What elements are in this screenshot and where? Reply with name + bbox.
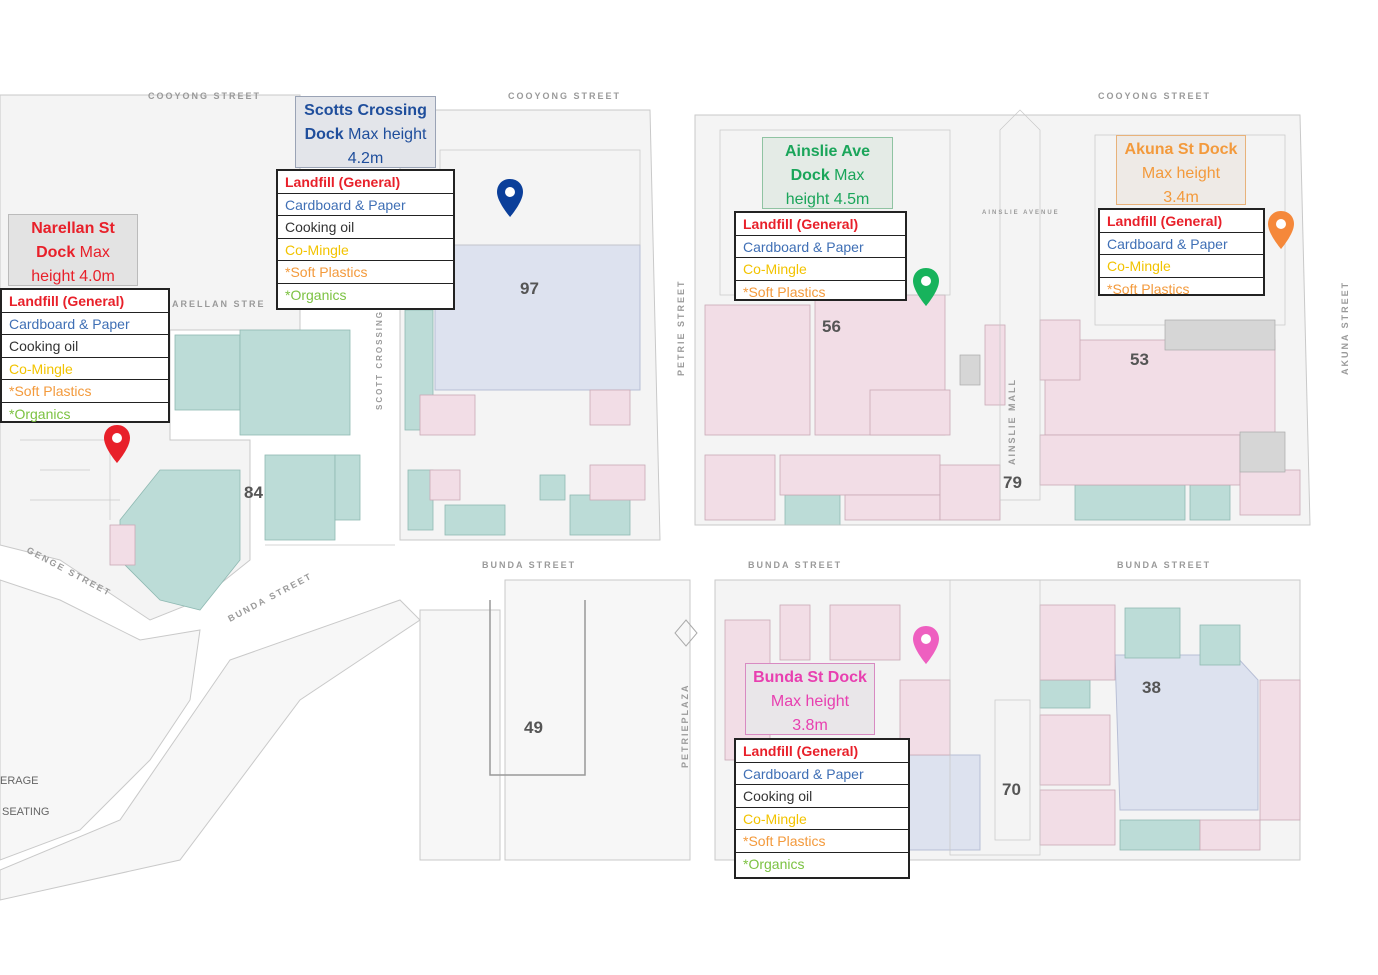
scotts-crossing-dock-title: Scotts Crossing Dock Max height 4.2m — [295, 96, 436, 168]
narellan-line3: height 4.0m — [31, 268, 115, 285]
narellan-landfill: Landfill (General) — [2, 290, 168, 313]
building-number-79: 79 — [1003, 473, 1022, 492]
street-bunda-2: BUNDA STREET — [748, 560, 842, 570]
bunda-soft: *Soft Plastics — [736, 830, 908, 853]
akuna-dock-pin-icon[interactable] — [1266, 210, 1296, 250]
bunda-line2: Max height — [770, 693, 850, 710]
narellan-soft: *Soft Plastics — [2, 380, 168, 403]
ainslie-landfill: Landfill (General) — [736, 213, 905, 236]
street-arellan: ARELLAN STRE — [172, 299, 266, 309]
scotts-cardboard: Cardboard & Paper — [278, 194, 453, 216]
scotts-soft: *Soft Plastics — [278, 261, 453, 284]
narellan-line1: Narellan St — [31, 220, 115, 237]
street-bunda-diag: BUNDA STREET — [226, 571, 314, 624]
building-number-49: 49 — [524, 718, 543, 737]
ainslie-line3: height 4.5m — [785, 191, 870, 208]
bunda-line1: Bunda St Dock — [753, 669, 867, 686]
bunda-oil: Cooking oil — [736, 785, 908, 808]
akuna-comingle: Co-Mingle — [1100, 255, 1263, 278]
akuna-waste-list: Landfill (General) Cardboard & Paper Co-… — [1098, 208, 1265, 297]
ainslie-cardboard: Cardboard & Paper — [736, 236, 905, 258]
scotts-organics: *Organics — [285, 286, 347, 303]
street-petrie: PETRIE STREET — [676, 279, 686, 376]
building-70-blue — [904, 754, 981, 851]
bunda-comingle: Co-Mingle — [736, 808, 908, 830]
akuna-landfill: Landfill (General) — [1100, 210, 1263, 233]
side-label-seating: SEATING — [2, 806, 49, 818]
pink-tenancies — [109, 294, 1301, 851]
building-97-area — [434, 244, 641, 391]
street-petrie-plaza: PETRIEPLAZA — [680, 683, 690, 768]
street-cooyong-1: COOYONG STREET — [148, 91, 261, 101]
akuna-line2: Max height — [1141, 165, 1221, 182]
building-number-84: 84 — [244, 483, 263, 502]
ainslie-line2a: Dock — [790, 167, 830, 184]
street-akuna: AKUNA STREET — [1340, 281, 1350, 375]
scotts-comingle: Co-Mingle — [278, 239, 453, 261]
ainslie-line1: Ainslie Ave — [784, 143, 871, 160]
bunda-dock-pin-icon[interactable] — [911, 625, 941, 665]
bunda-cardboard: Cardboard & Paper — [736, 763, 908, 785]
street-bunda-3: BUNDA STREET — [1117, 560, 1211, 570]
building-38-area — [1114, 654, 1259, 811]
ainslie-dock-pin-icon[interactable] — [911, 267, 941, 307]
street-cooyong-3: COOYONG STREET — [1098, 91, 1211, 101]
ainslie-line2b: Max — [829, 167, 865, 184]
narellan-waste-list: Landfill (General) Cardboard & Paper Coo… — [0, 288, 170, 423]
building-49-outline — [489, 600, 586, 776]
side-label-erage: ERAGE — [0, 775, 39, 787]
building-number-70: 70 — [1002, 780, 1021, 799]
narellan-cardboard: Cardboard & Paper — [2, 313, 168, 335]
narellan-organics: *Organics — [9, 405, 71, 422]
scotts-waste-list: Landfill (General) Cardboard & Paper Coo… — [276, 169, 455, 310]
bunda-waste-list: Landfill (General) Cardboard & Paper Coo… — [734, 738, 910, 879]
akuna-line3: 3.4m — [1163, 189, 1199, 206]
narellan-comingle: Co-Mingle — [2, 358, 168, 380]
scotts-line2b: Max height — [343, 126, 427, 143]
building-number-56: 56 — [822, 317, 841, 336]
building-number-53: 53 — [1130, 350, 1149, 369]
ainslie-soft: *Soft Plastics — [743, 283, 826, 300]
akuna-line1: Akuna St Dock — [1124, 141, 1238, 158]
narellan-dock-title: Narellan St Dock Max height 4.0m — [8, 214, 138, 286]
ainslie-dock-title: Ainslie Ave Dock Max height 4.5m — [762, 137, 893, 209]
bunda-line3: 3.8m — [792, 717, 828, 734]
grey-tenancies — [959, 319, 1286, 473]
scotts-line2a: Dock — [304, 126, 344, 143]
building-number-97: 97 — [520, 279, 539, 298]
bunda-dock-title: Bunda St Dock Max height 3.8m — [745, 663, 875, 735]
akuna-cardboard: Cardboard & Paper — [1100, 233, 1263, 255]
bunda-landfill: Landfill (General) — [736, 740, 908, 763]
scotts-oil: Cooking oil — [278, 216, 453, 239]
street-scott-crossing: SCOTT CROSSING — [375, 310, 384, 410]
plaza-diamond — [674, 619, 698, 647]
street-cooyong-2: COOYONG STREET — [508, 91, 621, 101]
street-ainslie-ave: AINSLIE AVENUE — [982, 210, 1060, 216]
narellan-line2b: Max — [75, 244, 110, 261]
scotts-line3: 4.2m — [347, 150, 384, 167]
akuna-soft: *Soft Plastics — [1107, 280, 1190, 297]
ainslie-waste-list: Landfill (General) Cardboard & Paper Co-… — [734, 211, 907, 301]
narellan-line2a: Dock — [36, 244, 76, 261]
narellan-dock-pin-icon[interactable] — [102, 424, 132, 464]
akuna-dock-title: Akuna St Dock Max height 3.4m — [1116, 135, 1246, 206]
ainslie-comingle: Co-Mingle — [736, 258, 905, 281]
street-bunda-1: BUNDA STREET — [482, 560, 576, 570]
scotts-dock-pin-icon[interactable] — [495, 178, 525, 218]
scotts-landfill: Landfill (General) — [278, 171, 453, 194]
street-ainslie-mall: AINSLIE MALL — [1007, 378, 1017, 465]
narellan-oil: Cooking oil — [2, 335, 168, 358]
teal-tenancies — [119, 309, 1241, 851]
bunda-organics: *Organics — [743, 855, 805, 872]
building-number-38: 38 — [1142, 678, 1161, 697]
scotts-line1: Scotts Crossing — [304, 102, 427, 119]
